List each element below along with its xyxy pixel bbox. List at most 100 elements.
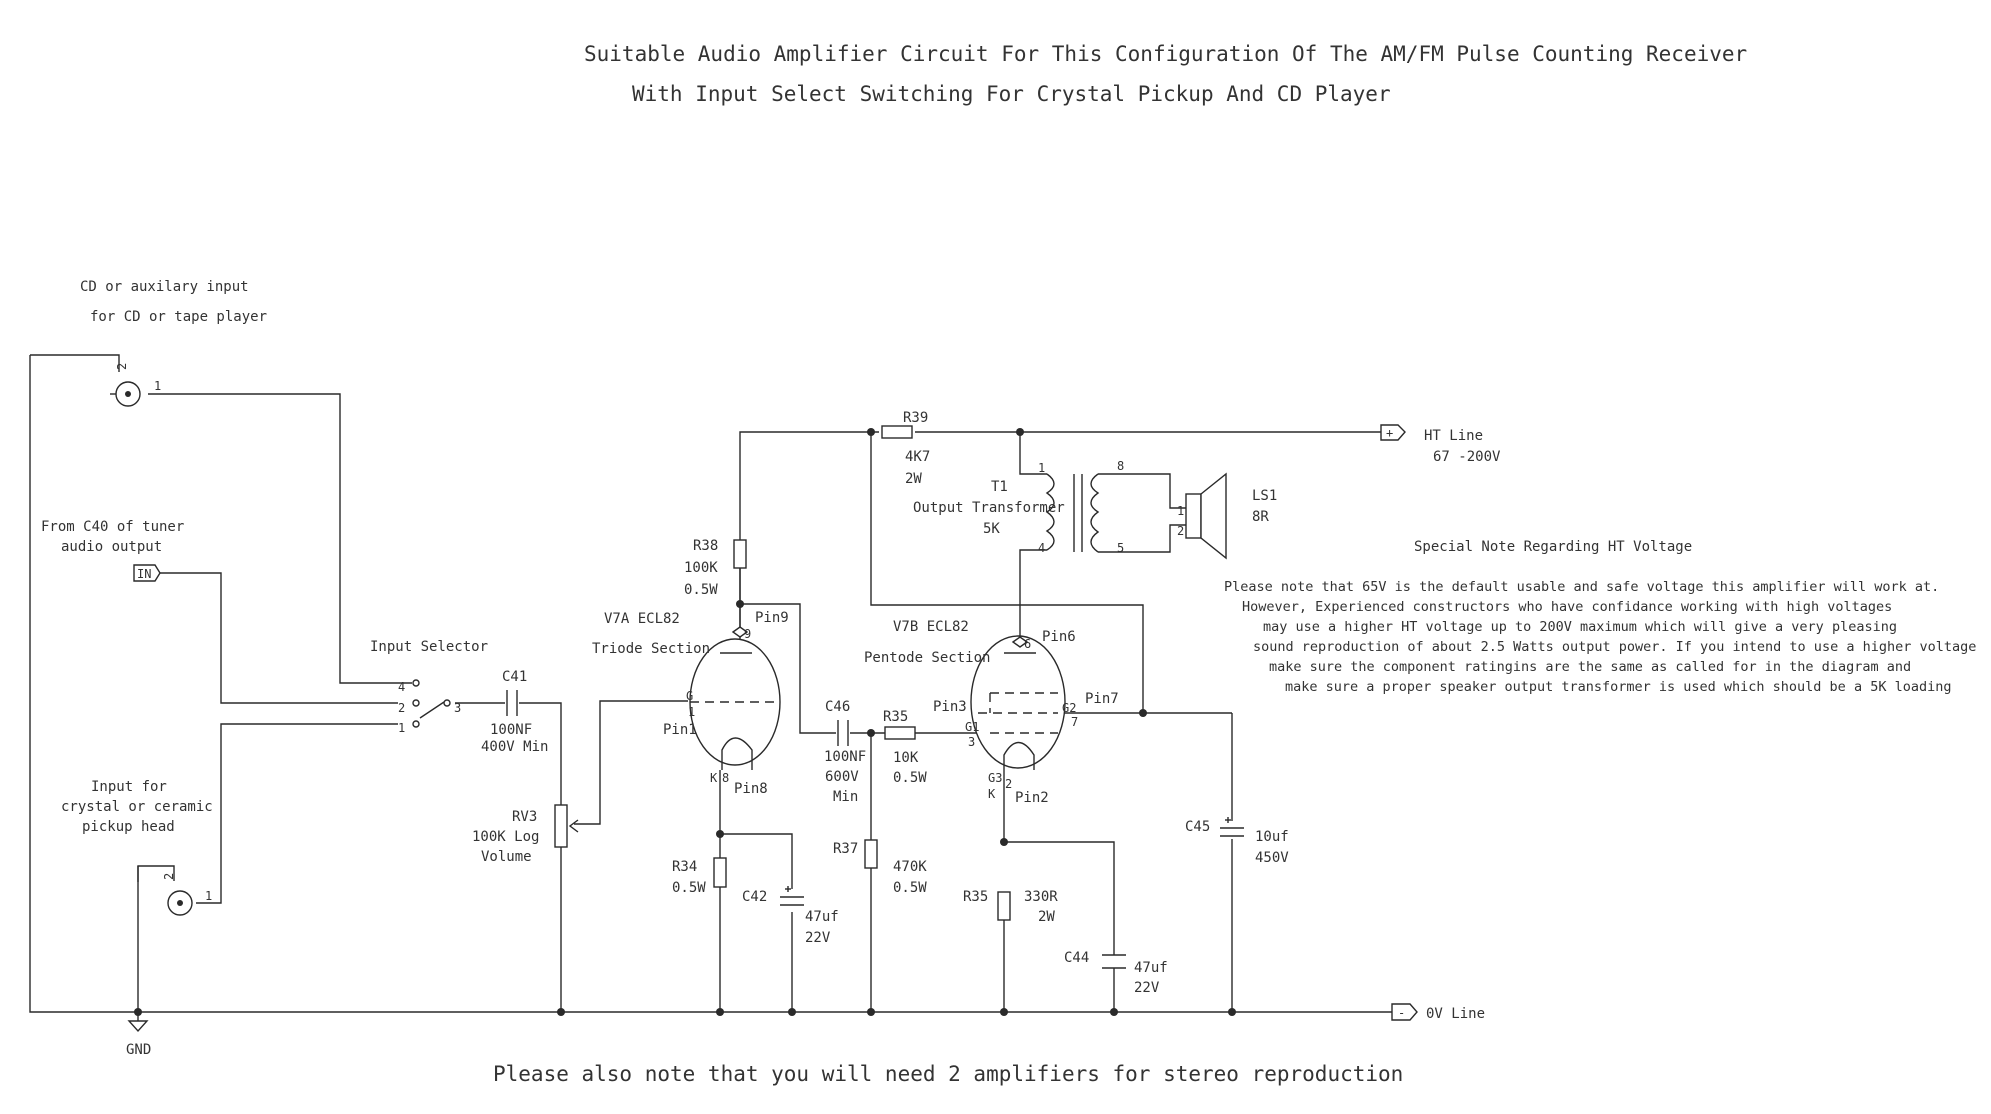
speaker-ls1: 1 2 (1177, 472, 1227, 560)
r34-ref: R34 (672, 859, 697, 875)
title-line-1: Suitable Audio Amplifier Circuit For Thi… (584, 42, 1747, 66)
c42-ref: C42 (742, 889, 767, 905)
v7a-cathode-mark: K (710, 771, 718, 785)
v7b-pin-g2: Pin7 (1085, 691, 1119, 707)
v7a-ref: V7A ECL82 (604, 611, 680, 627)
ls1-value: 8R (1252, 509, 1269, 525)
r37-value: 470K (893, 859, 927, 875)
c44-ref: C44 (1064, 950, 1089, 966)
crystal-jack-pin-1: 1 (205, 889, 212, 903)
r38-rating: 0.5W (684, 582, 718, 598)
resistor-r38 (733, 539, 747, 569)
input-selector-switch: 4 2 1 3 (398, 679, 461, 735)
ht-symbol: + (1386, 426, 1393, 440)
input-selector-label: Input Selector (370, 639, 488, 655)
c42-rating: 22V (805, 930, 831, 946)
footer-note: Please also note that you will need 2 am… (493, 1062, 1403, 1086)
c41-rating: 400V Min (481, 739, 548, 755)
selector-pin-2: 2 (398, 701, 405, 715)
t1-value: 5K (983, 521, 1000, 537)
t1-pin-4: 4 (1038, 541, 1045, 555)
t1-pin-8: 8 (1117, 459, 1124, 473)
ht-note-line-5: make sure the component ratingins are th… (1269, 659, 1911, 675)
r35b-ref: R35 (963, 889, 988, 905)
v7b-anode-num: 6 (1024, 637, 1031, 651)
ht-note-line-1: Please note that 65V is the default usab… (1224, 579, 1939, 595)
title-line-2: With Input Select Switching For Crystal … (632, 82, 1391, 106)
ht-note-line-3: may use a higher HT voltage up to 200V m… (1263, 619, 1897, 635)
capacitor-c45 (1220, 817, 1244, 837)
v7a-anode-num: 9 (744, 627, 751, 641)
cd-jack-pin-1: 1 (154, 379, 161, 393)
resistor-r35-grid (884, 726, 916, 740)
r35a-rating: 0.5W (893, 770, 927, 786)
c44-rating: 22V (1134, 980, 1160, 996)
c44-value: 47uf (1134, 960, 1168, 976)
crystal-input-jack: 2 1 (162, 873, 212, 916)
valve-v7b-pentode: 6 G1 3 G2 7 K G3 2 (965, 635, 1078, 801)
v7b-ref: V7B ECL82 (893, 619, 969, 635)
ov-line-label: 0V Line (1426, 1006, 1485, 1022)
cd-input-jack: 2 1 (110, 363, 161, 407)
c45-value: 10uf (1255, 829, 1289, 845)
cd-input-label-1: CD or auxilary input (80, 279, 249, 295)
ls1-ref: LS1 (1252, 488, 1277, 504)
t1-pin-5: 5 (1117, 541, 1124, 555)
capacitor-c44 (1102, 954, 1126, 969)
v7b-pin-anode: Pin6 (1042, 629, 1076, 645)
v7b-pin-k: Pin2 (1015, 790, 1049, 806)
ls1-pin-1: 1 (1177, 504, 1184, 518)
v7a-grid-mark: G (686, 689, 693, 703)
v7a-grid-num: 1 (688, 705, 695, 719)
ht-line-terminal: + (1380, 424, 1406, 441)
t1-pin-1: 1 (1038, 461, 1045, 475)
ht-line-label: HT Line (1424, 428, 1483, 444)
v7b-g1-num: 3 (968, 735, 975, 749)
r37-rating: 0.5W (893, 880, 927, 896)
selector-pin-1: 1 (398, 721, 405, 735)
v7a-pin-anode: Pin9 (755, 610, 789, 626)
r39-value: 4K7 (905, 449, 930, 465)
ht-line-value: 67 -200V (1433, 449, 1501, 465)
capacitor-c46 (837, 720, 849, 746)
selector-pin-3: 3 (454, 701, 461, 715)
gnd-label: GND (126, 1042, 151, 1058)
output-transformer-t1: 1 4 8 5 (1038, 459, 1124, 555)
tuner-in-port: IN (133, 564, 161, 582)
v7b-g2-mark: G2 (1062, 701, 1076, 715)
cd-input-label-2: for CD or tape player (90, 309, 267, 325)
c42-value: 47uf (805, 909, 839, 925)
crystal-input-label-3: pickup head (82, 819, 175, 835)
t1-ref: T1 (991, 479, 1008, 495)
v7b-k-mark: K (988, 787, 996, 801)
tuner-label-1: From C40 of tuner (41, 519, 184, 535)
valve-v7a-triode: G 1 9 K 8 (686, 626, 781, 785)
r35a-ref: R35 (883, 709, 908, 725)
cd-jack-pin-2: 2 (115, 363, 129, 370)
v7b-g1-mark: G1 (965, 720, 979, 734)
rv3-value: 100K Log (472, 829, 539, 845)
v7b-g3-mark: G3 (988, 771, 1002, 785)
capacitor-c41 (506, 690, 518, 716)
r35b-value: 330R (1024, 889, 1058, 905)
v7b-g2-num: 7 (1071, 715, 1078, 729)
crystal-jack-pin-2: 2 (162, 873, 176, 880)
ov-symbol: - (1398, 1006, 1405, 1020)
ls1-pin-2: 2 (1177, 524, 1184, 538)
r37-ref: R37 (833, 841, 858, 857)
c46-value: 100NF (824, 749, 866, 765)
c41-ref: C41 (502, 669, 527, 685)
resistor-r35-cathode (997, 891, 1011, 921)
junction-dots (134, 428, 1236, 1016)
v7a-pin-cathode: Pin8 (734, 781, 768, 797)
r35a-value: 10K (893, 750, 919, 766)
ov-line-terminal: - (1391, 1003, 1418, 1021)
crystal-input-label-1: Input for (91, 779, 167, 795)
v7b-pin-g1: Pin3 (933, 699, 967, 715)
c45-rating: 450V (1255, 850, 1289, 866)
c41-value: 100NF (490, 722, 532, 738)
r38-value: 100K (684, 560, 718, 576)
v7a-section: Triode Section (592, 641, 710, 657)
v7b-k-num: 2 (1005, 777, 1012, 791)
